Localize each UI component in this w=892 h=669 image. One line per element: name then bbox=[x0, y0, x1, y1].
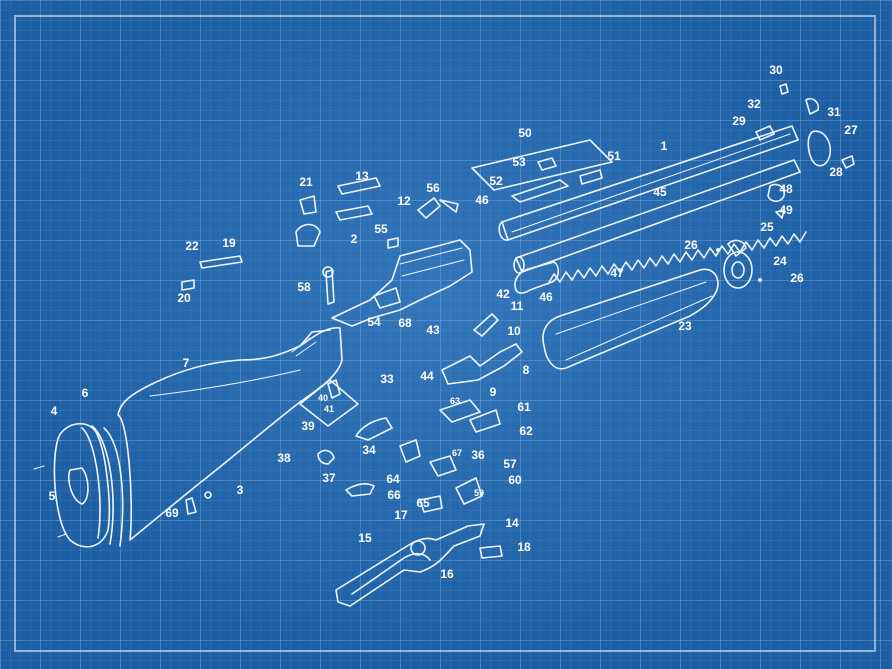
callout-21: 21 bbox=[299, 175, 313, 189]
callout-46: 46 bbox=[475, 193, 489, 207]
screws bbox=[185, 491, 212, 515]
carrier-parts bbox=[471, 139, 613, 203]
callout-17: 17 bbox=[394, 508, 408, 522]
callout-34: 34 bbox=[362, 443, 376, 457]
callout-9: 9 bbox=[490, 385, 497, 399]
callout-20: 20 bbox=[177, 291, 191, 305]
callout-43: 43 bbox=[426, 323, 440, 337]
magazine-follower bbox=[514, 261, 560, 294]
action-parts bbox=[317, 313, 523, 513]
callout-60: 60 bbox=[508, 473, 522, 487]
receiver bbox=[331, 239, 473, 327]
callout-66: 66 bbox=[387, 488, 401, 502]
callout-14: 14 bbox=[505, 516, 519, 530]
callout-26: 26 bbox=[684, 238, 698, 252]
lever bbox=[335, 523, 503, 607]
callout-39: 39 bbox=[301, 419, 315, 433]
callout-25: 25 bbox=[760, 220, 774, 234]
callout-63: 63 bbox=[450, 396, 460, 406]
callout-7: 7 bbox=[183, 356, 190, 370]
callout-3: 3 bbox=[237, 483, 244, 497]
magazine-spring bbox=[547, 231, 807, 285]
callout-6: 6 bbox=[82, 386, 89, 400]
callout-58: 58 bbox=[297, 280, 311, 294]
callout-27: 27 bbox=[844, 123, 858, 137]
barrel-band-parts bbox=[767, 83, 855, 219]
callout-16: 16 bbox=[440, 567, 454, 581]
callout-49: 49 bbox=[779, 203, 793, 217]
callout-2: 2 bbox=[351, 232, 358, 246]
callout-67: 67 bbox=[452, 448, 462, 458]
callout-53: 53 bbox=[512, 155, 526, 169]
callout-52: 52 bbox=[489, 174, 503, 188]
callout-29: 29 bbox=[732, 114, 746, 128]
callout-51: 51 bbox=[607, 149, 621, 163]
callout-56: 56 bbox=[426, 181, 440, 195]
callout-37: 37 bbox=[322, 471, 336, 485]
callout-8: 8 bbox=[523, 363, 530, 377]
callout-42: 42 bbox=[496, 287, 510, 301]
callout-23: 23 bbox=[678, 319, 692, 333]
callout-36: 36 bbox=[471, 448, 485, 462]
blueprint-border bbox=[14, 15, 876, 652]
callout-15: 15 bbox=[358, 531, 372, 545]
callout-57: 57 bbox=[503, 457, 517, 471]
forearm-cap bbox=[716, 239, 762, 289]
callout-32: 32 bbox=[747, 97, 761, 111]
callout-28: 28 bbox=[829, 165, 843, 179]
sideplate bbox=[299, 379, 359, 427]
callout-47: 47 bbox=[610, 266, 624, 280]
callout-41: 41 bbox=[324, 404, 334, 414]
callout-69: 69 bbox=[165, 506, 179, 520]
callout-4: 4 bbox=[51, 404, 58, 418]
callout-5: 5 bbox=[49, 489, 56, 503]
callout-31: 31 bbox=[827, 105, 841, 119]
callout-12: 12 bbox=[397, 194, 411, 208]
callout-10: 10 bbox=[507, 324, 521, 338]
callout-24: 24 bbox=[773, 254, 787, 268]
callout-65: 65 bbox=[416, 496, 430, 510]
callout-38: 38 bbox=[277, 451, 291, 465]
callout-46: 46 bbox=[539, 290, 553, 304]
callout-22: 22 bbox=[185, 239, 199, 253]
callout-13: 13 bbox=[355, 169, 369, 183]
sight-parts bbox=[181, 177, 459, 305]
callout-11: 11 bbox=[511, 299, 524, 313]
callout-59: 59 bbox=[474, 488, 484, 498]
callout-19: 19 bbox=[222, 236, 236, 250]
callout-62: 62 bbox=[519, 424, 533, 438]
callout-26: 26 bbox=[790, 271, 804, 285]
callout-45: 45 bbox=[653, 185, 667, 199]
barrel bbox=[498, 125, 799, 241]
butt-plate bbox=[33, 422, 124, 548]
callout-40: 40 bbox=[318, 393, 328, 403]
magazine-tube bbox=[513, 159, 801, 274]
callout-68: 68 bbox=[398, 316, 412, 330]
callout-18: 18 bbox=[517, 540, 531, 554]
forearm bbox=[542, 268, 719, 370]
callout-61: 61 bbox=[517, 400, 531, 414]
callout-48: 48 bbox=[779, 182, 793, 196]
callout-50: 50 bbox=[518, 126, 532, 140]
callout-64: 64 bbox=[386, 472, 400, 486]
callout-44: 44 bbox=[420, 369, 434, 383]
callout-54: 54 bbox=[367, 315, 381, 329]
buttstock bbox=[117, 327, 343, 541]
callout-30: 30 bbox=[769, 63, 783, 77]
callout-1: 1 bbox=[661, 139, 668, 153]
callout-55: 55 bbox=[374, 222, 388, 236]
callout-33: 33 bbox=[380, 372, 394, 386]
